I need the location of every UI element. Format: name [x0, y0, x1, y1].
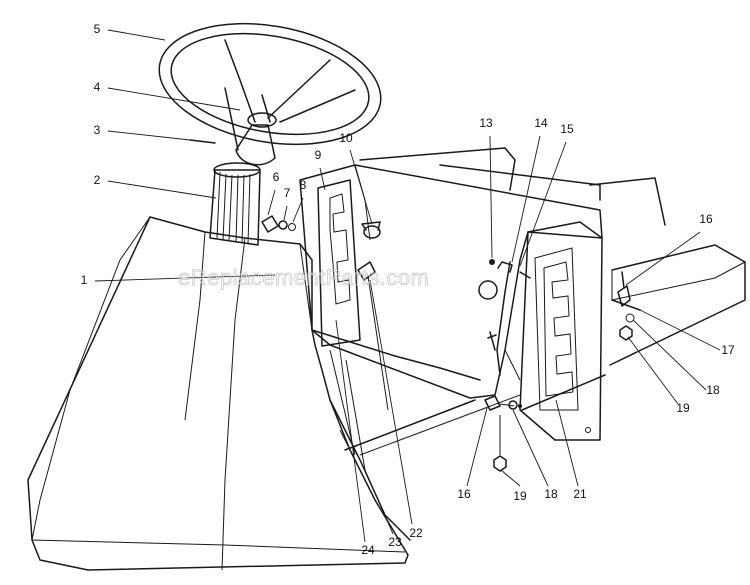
frame-rails	[311, 147, 746, 541]
callout-24: 24	[361, 543, 375, 557]
callout-18: 18	[544, 487, 558, 501]
callout-2: 2	[94, 173, 101, 187]
callout-19: 19	[513, 489, 527, 503]
lift-lever	[478, 259, 531, 376]
callout-8: 8	[300, 178, 307, 192]
callout-17: 17	[721, 343, 735, 357]
callout-7: 7	[284, 186, 291, 200]
callout-10: 10	[339, 131, 353, 145]
callout-6: 6	[273, 170, 280, 184]
ignition-hardware	[261, 215, 381, 239]
callout-9: 9	[315, 148, 322, 162]
callout-13: 13	[479, 116, 493, 130]
control-rods	[329, 261, 389, 471]
roll-pin	[189, 139, 216, 144]
callout-19: 19	[676, 401, 690, 415]
lower-bolt-set	[484, 331, 522, 472]
console-body	[27, 216, 409, 571]
callout-1: 1	[81, 273, 88, 287]
callout-23: 23	[388, 535, 402, 549]
watermark-text: eReplacementParts.com	[178, 265, 429, 290]
callout-18: 18	[706, 383, 720, 397]
callout-4: 4	[94, 80, 101, 94]
callout-14: 14	[534, 116, 548, 130]
callout-16: 16	[457, 487, 471, 501]
callout-3: 3	[94, 123, 101, 137]
column-cover	[209, 162, 261, 246]
callout-15: 15	[560, 122, 574, 136]
callout-21: 21	[573, 487, 587, 501]
callout-22: 22	[409, 526, 423, 540]
right-shift-panel	[519, 221, 603, 441]
leader-lines	[94, 29, 721, 543]
right-bolt-set	[611, 271, 641, 341]
steering-wheel	[158, 22, 382, 166]
left-shift-plate	[317, 179, 361, 347]
callout-5: 5	[94, 22, 101, 36]
callout-16: 16	[699, 212, 713, 226]
